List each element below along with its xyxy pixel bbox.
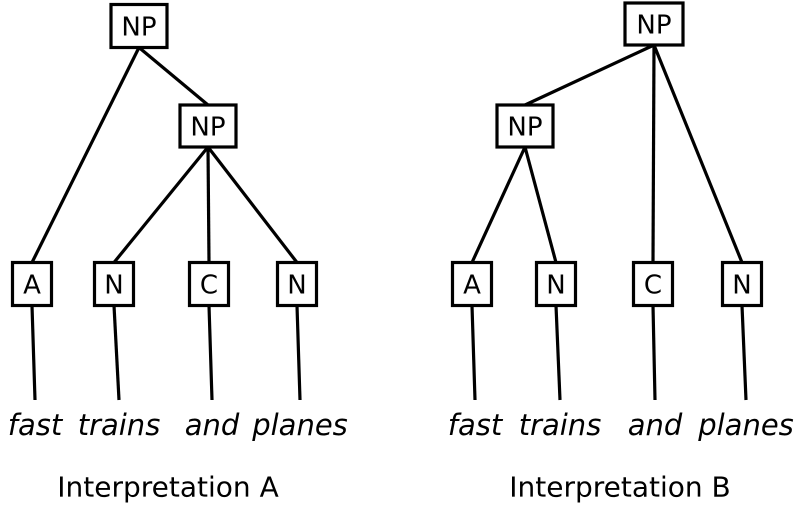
node-box-np_sub [178,103,238,149]
word-fast: fast [448,408,504,442]
node-box-n1 [92,260,136,308]
edge-np_root-np_sub [524,43,655,107]
node-box-n2 [275,260,319,308]
node-label-n1: N [546,271,565,301]
edge-c-w_and [651,305,657,401]
edge-np_sub-c [206,146,211,263]
caption-interpretation-b: Interpretation B [509,470,731,504]
node-label-a: A [463,271,481,301]
edge-n2-w_planes [740,305,748,401]
node-box-a [10,260,54,308]
edge-n1-w_trains [554,305,562,401]
node-label-np_sub: NP [190,113,225,143]
word-and: and [185,408,240,442]
edge-n1-w_trains [112,305,121,401]
node-box-n2 [720,260,764,308]
edge-np_sub-n1 [523,146,558,263]
node-box-a [450,260,494,308]
node-box-np_root [109,2,169,50]
node-label-n2: N [287,271,306,301]
node-label-n2: N [732,271,751,301]
node-label-np_sub: NP [507,113,542,143]
node-label-n1: N [104,271,123,301]
caption-interpretation-a: Interpretation A [57,470,279,504]
edge-np_root-c [651,44,656,263]
node-box-c [631,260,675,308]
word-and: and [628,408,683,442]
node-label-a: A [23,271,41,301]
node-label-c: C [644,271,662,301]
node-box-np_sub [495,103,555,149]
word-trains: trains [78,408,161,442]
node-label-np_root: NP [636,11,671,41]
edge-np_root-np_sub [137,46,210,107]
node-box-c [187,260,231,308]
edge-np_sub-a [470,146,527,264]
edge-np_sub-n2 [206,146,299,264]
edge-a-w_fast [470,305,477,401]
edge-c-w_and [207,305,214,401]
word-fast: fast [8,408,64,442]
edge-n2-w_planes [295,305,302,401]
node-box-n1 [534,260,578,308]
edge-np_root-n2 [652,44,744,264]
node-box-np_root [623,1,685,47]
word-planes: planes [251,408,348,442]
node-label-np_root: NP [121,13,156,43]
edge-a-w_fast [30,305,37,401]
word-trains: trains [519,408,602,442]
edge-np_root-a [30,46,141,264]
word-planes: planes [697,408,794,442]
edge-np_sub-n1 [112,145,210,264]
node-label-c: C [200,271,218,301]
